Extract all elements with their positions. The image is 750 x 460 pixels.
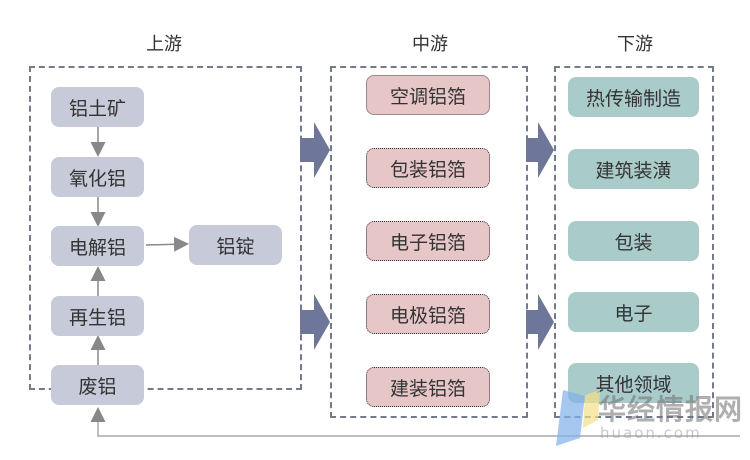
downstream-panel xyxy=(554,66,714,418)
node-aluminum-ingot: 铝锭 xyxy=(189,225,282,265)
flow-arrow-up-to-mid-1 xyxy=(300,122,330,178)
flow-arrow-up-to-mid-2 xyxy=(300,294,330,350)
watermark-subtext: huaon.com xyxy=(600,424,702,442)
upstream-panel xyxy=(29,66,302,390)
node-construction-decoration: 建筑装潢 xyxy=(568,149,699,189)
midstream-title: 中游 xyxy=(412,34,448,55)
node-packaging-foil: 包装铝箔 xyxy=(366,148,490,188)
node-electronics: 电子 xyxy=(568,292,699,332)
arrow-electrolytic-to-ingot xyxy=(145,236,189,252)
flow-arrow-mid-to-down-2 xyxy=(526,294,554,350)
node-recycled-aluminum: 再生铝 xyxy=(51,296,144,336)
node-packaging: 包装 xyxy=(568,221,699,261)
node-electrode-foil: 电极铝箔 xyxy=(366,294,490,334)
upstream-title: 上游 xyxy=(146,34,182,55)
node-scrap-aluminum: 废铝 xyxy=(51,365,144,405)
recycle-feedback-line xyxy=(90,407,740,437)
node-heat-transfer: 热传输制造 xyxy=(568,77,699,117)
node-electrolytic-aluminum: 电解铝 xyxy=(51,226,144,266)
watermark-text: 华经情报网 xyxy=(598,393,744,426)
midstream-panel xyxy=(330,66,528,418)
node-other-fields: 其他领域 xyxy=(568,363,699,403)
node-bauxite: 铝土矿 xyxy=(51,87,144,127)
node-electronic-foil: 电子铝箔 xyxy=(366,221,490,261)
downstream-title: 下游 xyxy=(617,34,653,55)
flow-arrow-mid-to-down-1 xyxy=(526,122,554,178)
node-alumina: 氧化铝 xyxy=(51,157,144,197)
node-building-foil: 建装铝箔 xyxy=(366,367,490,407)
node-ac-foil: 空调铝箔 xyxy=(366,75,490,115)
